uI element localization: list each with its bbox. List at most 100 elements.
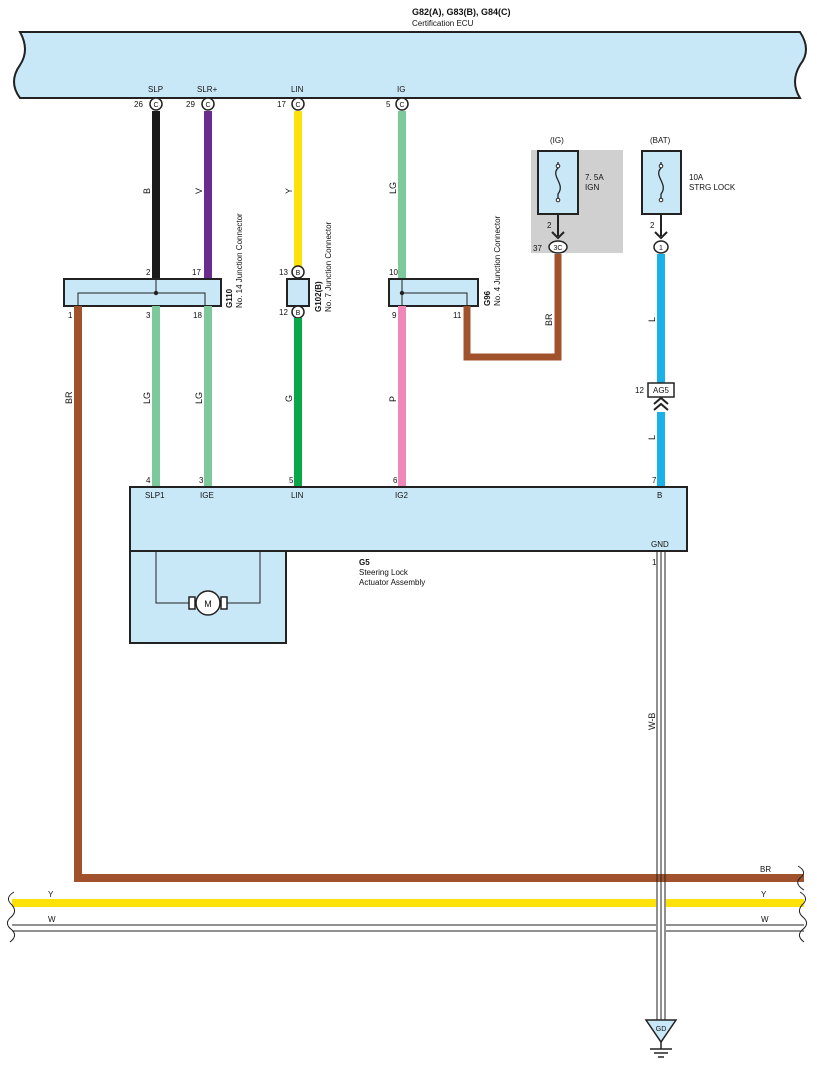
certification-ecu: G82(A), G83(B), G84(C) Certification ECU <box>13 7 807 99</box>
connector-chevron-icon <box>654 231 668 240</box>
connector-chevron-icon <box>653 396 669 411</box>
actuator-pin-number: 7 <box>652 476 657 485</box>
actuator-pin-label: B <box>657 491 662 500</box>
actuator-pin-label: SLP1 <box>145 491 165 500</box>
ecu-pin-connector: C <box>205 102 210 109</box>
wire-label-br-ign: BR <box>544 313 554 326</box>
junction-connector: B <box>296 270 301 277</box>
ground-icon: GD <box>644 1019 678 1058</box>
ecu-pin-number: 29 <box>186 100 195 109</box>
ecu-name: Certification ECU <box>412 19 474 28</box>
junction-g102: B B 13 12 G102(B) No. 7 Junction Connect… <box>279 221 333 319</box>
fuse-rating: 7. 5A <box>585 173 604 182</box>
junction-code: G96 <box>483 290 492 306</box>
fuse-supply: (IG) <box>550 136 564 145</box>
motor-icon: M <box>188 590 228 616</box>
fuse-supply: (BAT) <box>650 136 671 145</box>
fuse-ign: (IG) 7. 5A IGN 2 37 3C <box>531 136 623 254</box>
actuator-pin-number: 5 <box>289 476 294 485</box>
motor-label: M <box>204 599 212 609</box>
ecu-connectors: G82(A), G83(B), G84(C) <box>412 7 511 17</box>
junction-pin: 10 <box>389 268 398 277</box>
junction-pin: 9 <box>392 311 397 320</box>
ecu-pin-ig: IG 5 C <box>386 85 409 111</box>
ecu-pin-label: IG <box>397 85 405 94</box>
wire-label-y: Y <box>284 188 294 194</box>
junction-pin: 18 <box>193 311 202 320</box>
fuse-connector: 1 <box>659 245 663 252</box>
ecu-pin-label: SLP <box>148 85 163 94</box>
junction-pin: 1 <box>68 311 73 320</box>
junction-pin: 3 <box>146 311 151 320</box>
fuse-name: STRG LOCK <box>689 183 736 192</box>
ecu-pin-slr: SLR+ 29 C <box>186 85 218 111</box>
junction-name: No. 7 Junction Connector <box>324 221 333 312</box>
junction-g110: 2 17 1 3 18 G110 No. 14 Junction Connect… <box>63 213 244 320</box>
ecu-pin-number: 17 <box>277 100 286 109</box>
actuator-pin-label: IG2 <box>395 491 408 500</box>
wire-label-lg-top: LG <box>388 182 398 194</box>
ecu-pin-label: SLR+ <box>197 85 218 94</box>
wire-label-w-b: W-B <box>647 713 657 730</box>
junction-connector: B <box>296 310 301 317</box>
wire-label-v: V <box>194 188 204 194</box>
wire-br-ign <box>463 254 562 361</box>
inline-connector-number: 12 <box>635 386 644 395</box>
ecu-pin-slp: SLP 26 C <box>134 85 163 111</box>
actuator-code: G5 <box>359 558 370 567</box>
steering-lock-actuator: M 4 3 5 6 7 SLP1 IGE LIN IG2 B GND 1 G5 … <box>129 476 688 644</box>
ecu-pin-number: 5 <box>386 100 391 109</box>
wire-label-br-left: BR <box>64 391 74 404</box>
ground-label: GD <box>656 1026 667 1033</box>
wire-label-l-top: L <box>647 317 657 322</box>
actuator-pin-number: 6 <box>393 476 398 485</box>
junction-pin: 13 <box>279 268 288 277</box>
actuator-name-line1: Steering Lock <box>359 568 409 577</box>
actuator-gnd-label: GND <box>651 540 669 549</box>
actuator-pin-label: IGE <box>200 491 214 500</box>
fuse-rating: 10A <box>689 173 704 182</box>
ecu-pin-label: LIN <box>291 85 304 94</box>
ecu-pin-connector: C <box>399 102 404 109</box>
wire-label-lg-2: LG <box>194 392 204 404</box>
bus-label-y: Y <box>48 890 54 899</box>
junction-code: G102(B) <box>314 281 323 312</box>
wire-label-g: G <box>284 395 294 402</box>
junction-name: No. 4 Junction Connector <box>493 215 502 306</box>
fuse-pin: 2 <box>547 221 552 230</box>
fuse-pin: 2 <box>650 221 655 230</box>
connector-chevron-icon <box>551 231 565 240</box>
junction-code: G110 <box>225 288 234 308</box>
fuse-connector: 3C <box>554 245 563 252</box>
junction-name: No. 14 Junction Connector <box>235 213 244 308</box>
fuse-connector-number: 37 <box>533 244 542 253</box>
fuse-name: IGN <box>585 183 599 192</box>
inline-connector-name: AG5 <box>653 386 670 395</box>
bus-label-y: Y <box>761 890 767 899</box>
bus-label-w: W <box>761 915 769 924</box>
junction-pin: 11 <box>453 311 462 320</box>
bus-label-br: BR <box>760 865 771 874</box>
junction-pin: 17 <box>192 268 201 277</box>
wire-label-l-bottom: L <box>647 435 657 440</box>
actuator-pin-number: 4 <box>146 476 151 485</box>
actuator-name-line2: Actuator Assembly <box>359 578 425 587</box>
inline-connector-ag5: AG5 12 <box>635 382 675 411</box>
wire-label-p: P <box>388 396 398 402</box>
wire-br-left <box>74 306 804 882</box>
wire-w-b: W-B <box>647 551 666 1020</box>
actuator-pin-number: 3 <box>199 476 204 485</box>
actuator-pin-label: LIN <box>291 491 304 500</box>
wire-label-lg-1: LG <box>142 392 152 404</box>
ecu-pin-connector: C <box>153 102 158 109</box>
ecu-pin-lin: LIN 17 C <box>277 85 305 111</box>
junction-pin: 2 <box>146 268 151 277</box>
ecu-pin-number: 26 <box>134 100 143 109</box>
wire-label-b: B <box>142 188 152 194</box>
ecu-pin-connector: C <box>295 102 300 109</box>
fuse-strg-lock: (BAT) 10A STRG LOCK 2 1 <box>641 136 736 254</box>
junction-pin: 12 <box>279 308 288 317</box>
actuator-gnd-pin: 1 <box>652 558 657 567</box>
bus-wires: BR Y Y W W <box>6 865 808 943</box>
